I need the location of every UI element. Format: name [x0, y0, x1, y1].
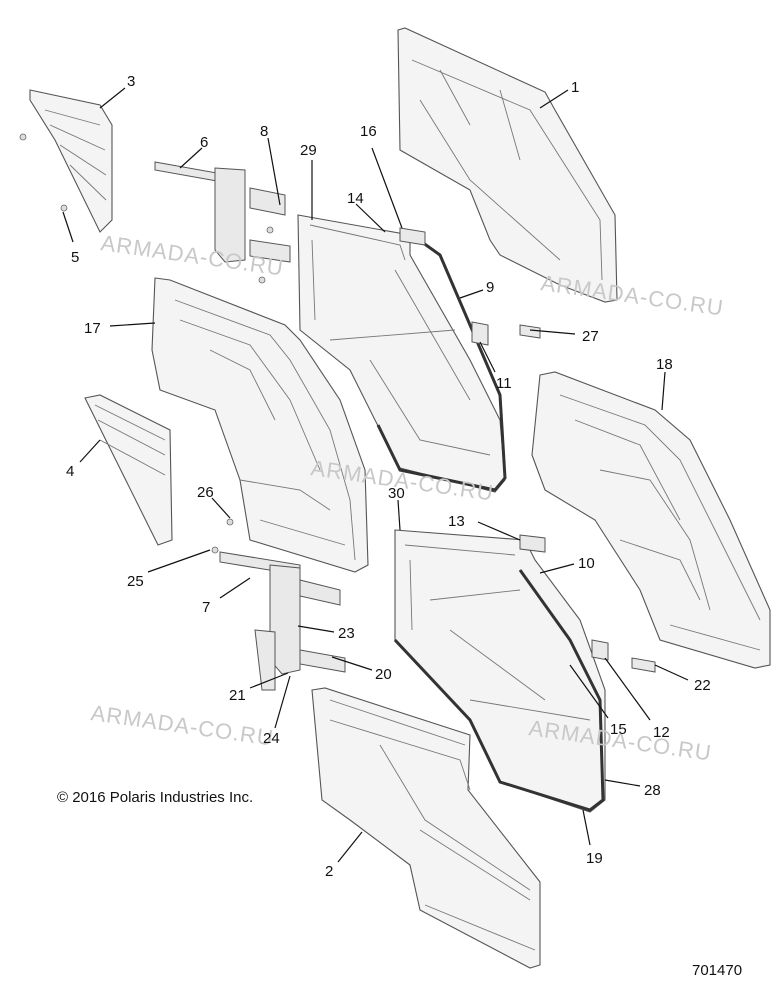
callout-27: 27 [582, 328, 599, 345]
drawing-number: 701470 [692, 962, 743, 979]
callout-13: 13 [448, 513, 465, 530]
callout-29: 29 [300, 142, 317, 159]
callout-6: 6 [200, 134, 208, 151]
callout-10: 10 [578, 555, 595, 572]
part-7-23-lower-hinges [211, 518, 346, 691]
callout-8: 8 [260, 123, 268, 140]
callout-26: 26 [197, 484, 214, 501]
part-4-side-panel [84, 394, 173, 546]
part-29-upper-door-frame [297, 214, 507, 493]
part-2-lower-door-panel [311, 687, 541, 969]
callout-16: 16 [360, 123, 377, 140]
part-3-upper-trim [29, 89, 113, 233]
callout-11: 11 [496, 375, 512, 392]
callout-5: 5 [71, 249, 79, 266]
callout-21: 21 [229, 687, 246, 704]
callout-22: 22 [694, 677, 711, 694]
callout-4: 4 [66, 463, 74, 480]
copyright-notice: © 2016 Polaris Industries Inc. [57, 789, 254, 806]
callout-7: 7 [202, 599, 210, 616]
callout-14: 14 [347, 190, 364, 207]
callout-23: 23 [338, 625, 355, 642]
callout-9: 9 [486, 279, 494, 296]
callout-2: 2 [325, 863, 333, 880]
callout-numbers: 1 2 3 4 5 6 7 8 9 10 11 12 13 14 15 16 1… [66, 73, 711, 880]
callout-19: 19 [586, 850, 603, 867]
callout-20: 20 [375, 666, 392, 683]
part-18-inner-door-panel [531, 371, 771, 669]
leader-lines [62, 87, 689, 863]
callout-24: 24 [263, 730, 280, 747]
callout-3: 3 [127, 73, 135, 90]
callout-17: 17 [84, 320, 101, 337]
callout-28: 28 [644, 782, 661, 799]
callout-15: 15 [610, 721, 627, 738]
callout-30: 30 [388, 485, 405, 502]
callout-18: 18 [656, 356, 673, 373]
small-hardware [399, 227, 656, 673]
callout-12: 12 [653, 724, 670, 741]
part-6-8-upper-hinges [19, 133, 291, 284]
part-30-lower-door-frame [393, 529, 606, 813]
callout-1: 1 [571, 79, 579, 96]
part-1-upper-door-panel [397, 27, 618, 303]
watermark-4: ARMADA-CO.RU [89, 700, 275, 750]
part-17-inner-door-panel [151, 277, 369, 573]
watermark-2: ARMADA-CO.RU [539, 270, 725, 320]
callout-25: 25 [127, 573, 144, 590]
watermark-1: ARMADA-CO.RU [99, 230, 285, 280]
